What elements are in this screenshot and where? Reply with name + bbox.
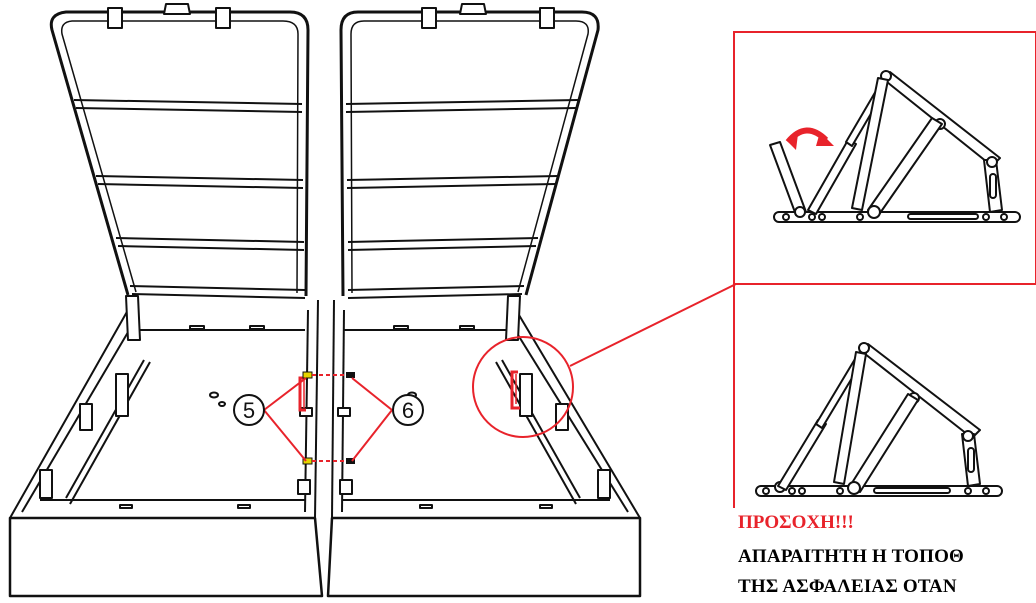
right-lid-frame [339, 3, 600, 299]
detail-panel-divider [733, 283, 1036, 508]
callout-lines-5 [263, 377, 307, 462]
warning-line-1: ΑΠΑΡΑΙΤΗΤΗ Η ΤΟΠΟΘ [738, 546, 965, 567]
left-slats [73, 99, 306, 299]
warning-line-2: ΤΗΣ ΑΣΦΑΛΕΙΑΣ ΟΤΑΝ [738, 576, 957, 597]
hinge-detail-bottom [755, 342, 1003, 497]
callout-lines-6 [351, 377, 393, 462]
right-bracket-red [510, 370, 520, 410]
callout-circle-5 [233, 394, 265, 426]
left-lid-frame [49, 3, 310, 299]
magnifier-circle [472, 336, 574, 438]
left-bed [8, 3, 324, 598]
right-slats [345, 99, 579, 299]
left-base-box [8, 295, 324, 598]
callout-number-5: 5 [243, 398, 255, 423]
hinge-detail-top [769, 70, 1021, 223]
callout-circle-6 [392, 394, 424, 426]
right-base-box [326, 295, 642, 598]
magnifier-leader [569, 283, 737, 367]
callout-number-6: 6 [402, 398, 414, 423]
connection-dashes [312, 374, 346, 462]
warning-title: ΠΡΟΣΟΧΗ!!! [738, 512, 854, 533]
right-clip-bottom [346, 458, 355, 464]
right-clip-top [346, 372, 355, 378]
right-bed [326, 3, 642, 598]
left-clip-top [302, 371, 313, 379]
curved-arrow-icon [785, 127, 834, 150]
